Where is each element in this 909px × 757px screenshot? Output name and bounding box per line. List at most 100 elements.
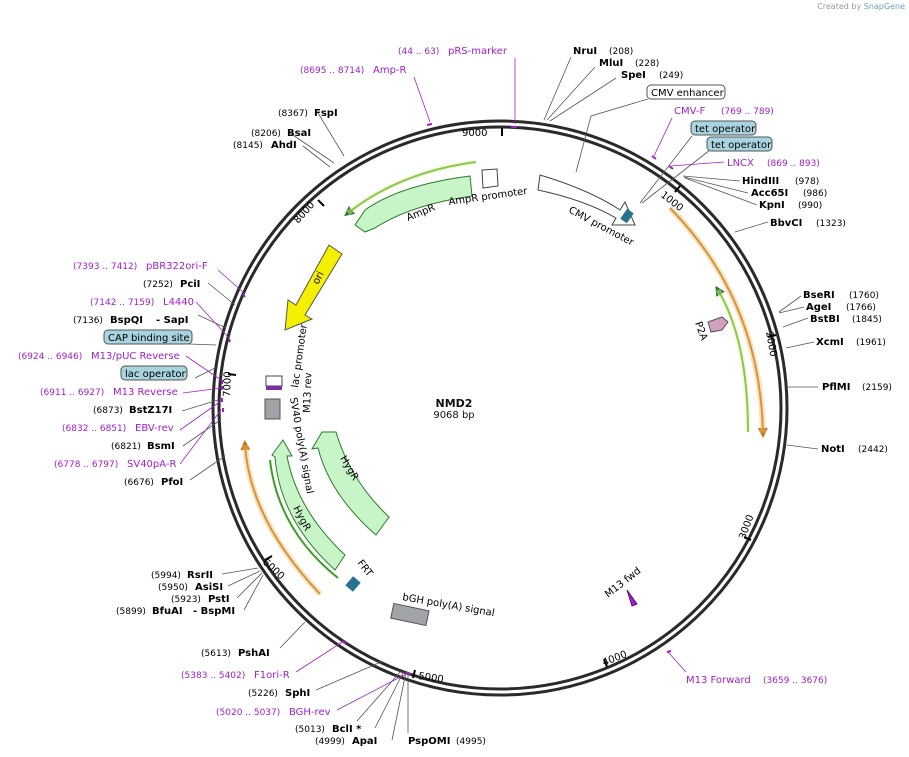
primer-name-1: Amp-R (373, 65, 407, 76)
enzyme-pos-28: (4999) (315, 737, 345, 747)
enzyme-name-9: BstBI (810, 314, 840, 325)
ampr-arc (344, 161, 477, 217)
right-orange-arc (669, 207, 768, 438)
enzyme-name-14: BsaI (287, 128, 311, 139)
primer-name-10: F1ori-R (254, 670, 290, 681)
primer-name-5: L4440 (163, 297, 194, 308)
plasmid-title: NMD2 9068 bp (433, 397, 474, 421)
enzyme-name-25: PshAI (238, 648, 270, 659)
enzyme-name-19: BsmI (147, 441, 175, 452)
primer-marks (221, 123, 674, 675)
enzyme-name-28: ApaI (352, 736, 377, 747)
snapgene-credit: Created by SnapGene (817, 2, 905, 11)
enzyme-pos-10: (1961) (856, 338, 886, 348)
enzyme-name-24: BfuAI (152, 606, 183, 617)
primer-leaders (179, 58, 725, 711)
hygr-orange-arc (240, 440, 321, 595)
enzyme-name-29: PspOMI (408, 736, 450, 747)
primer-name-2: CMV-F (674, 106, 705, 117)
enzyme-name-27: BclI * (332, 724, 362, 735)
enzyme-pos-23: (5923) (171, 595, 201, 605)
enzyme-name-23: PstI (208, 594, 230, 605)
feature-m13-fwd: M13 fwd (603, 566, 643, 601)
primer-name-6: M13/pUC Reverse (91, 351, 180, 362)
enzyme-pos-2: (249) (659, 71, 683, 81)
enzyme-pos-4: (986) (803, 189, 827, 199)
enzyme-pos-12: (2442) (858, 445, 888, 455)
hygr-arrow-1 (311, 431, 390, 536)
right-orange-glow (667, 205, 766, 434)
right-green-glow (715, 288, 751, 433)
m13-fwd-arrow (626, 589, 638, 607)
enzyme-pos-9: (1845) (852, 315, 882, 325)
feature-ori: ori (311, 270, 327, 287)
enzyme-name-4: Acc65I (751, 188, 788, 199)
primer-name-12: M13 Forward (686, 675, 751, 686)
primer-range-3: (869 .. 893) (767, 159, 820, 169)
enzyme-extra-17: - SapI (156, 315, 188, 326)
enzyme-pos-5: (990) (798, 201, 822, 211)
primer-range-2: (769 .. 789) (721, 107, 774, 117)
enzyme-name-5: KpnI (759, 200, 785, 211)
lac-operator-box (120, 365, 188, 381)
primer-range-11: (5020 .. 5037) (216, 708, 280, 718)
enzyme-pos-24: (5899) (116, 607, 146, 617)
backbone-inner (217, 125, 783, 691)
leader-lines (181, 56, 819, 741)
enzyme-name-12: NotI (821, 444, 845, 455)
primer-range-10: (5383 .. 5402) (181, 671, 245, 681)
primer-name-4: pBR322ori-F (146, 261, 208, 272)
enzyme-name-18: BstZ17I (129, 405, 172, 416)
primer-range-1: (8695 .. 8714) (300, 66, 364, 76)
primer-name-11: BGH-rev (289, 707, 331, 718)
sv40-polya-box (264, 398, 281, 420)
lac-operator-label: lac operator (125, 369, 186, 380)
primer-name-8: EBV-rev (135, 423, 174, 434)
tet-operator-box-1 (690, 120, 757, 136)
frt-mark (345, 576, 361, 592)
lac-promoter-arrow (265, 375, 283, 387)
primer-name-9: SV40pA-R (127, 459, 176, 470)
feature-frt: FRT (355, 558, 375, 580)
bgh-polya-box (390, 602, 430, 627)
snapgene-brand: SnapGene (863, 2, 905, 11)
tick-2000: 2000 (763, 331, 778, 358)
cmv-promoter-arrow (537, 174, 636, 226)
m13-rev-mark (266, 386, 282, 390)
ampr-promoter-arrow (481, 168, 499, 189)
ori-arrow (284, 244, 343, 331)
right-green-arc (715, 285, 749, 433)
hygr-arrow-2 (271, 439, 346, 571)
cap-binding-site-box (103, 329, 193, 345)
enzyme-name-17: BspQI (110, 315, 143, 326)
tet-operator-label-2: tet operator (711, 140, 772, 151)
enzyme-pos-16: (7252) (143, 280, 173, 290)
enzyme-name-10: XcmI (816, 337, 844, 348)
tick-marks (227, 128, 777, 679)
primer-range-7: (6911 .. 6927) (40, 388, 104, 398)
enzyme-name-16: PciI (180, 279, 200, 290)
enzyme-pos-0: (208) (609, 47, 633, 57)
ampr-arrow (354, 175, 473, 233)
enzyme-pos-8: (1766) (846, 303, 876, 313)
backbone-outer (211, 119, 789, 697)
enzyme-pos-13: (8367) (278, 109, 308, 119)
enzyme-pos-27: (5013) (295, 725, 325, 735)
enzyme-pos-19: (6821) (111, 442, 141, 452)
enzyme-pos-20: (6676) (124, 478, 154, 488)
plasmid-name: NMD2 (435, 397, 473, 410)
enzyme-pos-17: (7136) (73, 316, 103, 326)
cmv-enhancer-label: CMV enhancer (651, 88, 725, 99)
tet-operator-box-2 (706, 136, 773, 152)
primer-name-3: LNCX (727, 158, 754, 169)
enzyme-name-8: AgeI (806, 302, 831, 313)
primer-range-6: (6924 .. 6946) (18, 352, 82, 362)
enzyme-name-26: SphI (285, 688, 310, 699)
tick-9000: 9000 (462, 128, 487, 139)
feature-m13-rev: M13 rev (302, 372, 314, 413)
enzyme-name-21: RsrII (187, 570, 213, 581)
primer-range-8: (6832 .. 6851) (62, 424, 126, 434)
cap-binding-site-label: CAP binding site (108, 333, 190, 344)
enzyme-pos-1: (228) (635, 59, 659, 69)
